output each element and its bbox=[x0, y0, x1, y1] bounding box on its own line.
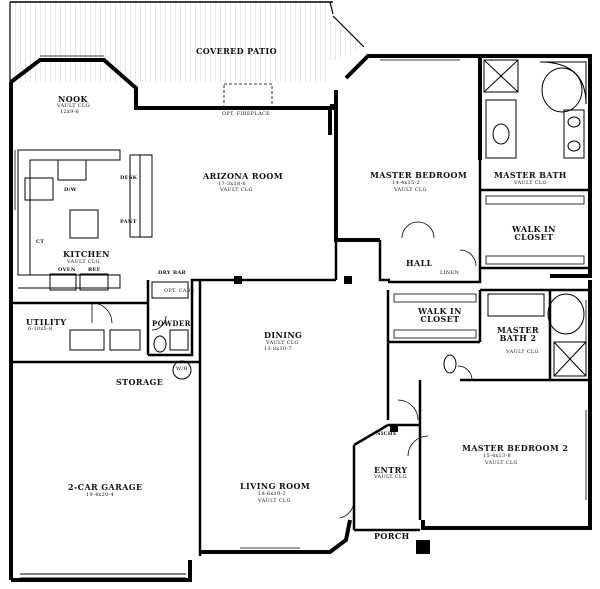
living-room-sub: VAULT CLG bbox=[258, 498, 291, 504]
living-room-dim: 18-6x19-2 bbox=[258, 491, 286, 497]
living-room-label: LIVING ROOM bbox=[240, 481, 311, 491]
master-bath-sub: VAULT CLG bbox=[514, 180, 547, 186]
master-bedroom-2-dim: 15-4x13-8 bbox=[483, 453, 511, 459]
master-bedroom-label: MASTER BEDROOM bbox=[370, 170, 468, 180]
arizona-room-label: ARIZONA ROOM bbox=[203, 171, 283, 181]
dining-dim: 13-8x10-7 bbox=[264, 346, 292, 352]
utility-label: UTILITY bbox=[26, 317, 67, 327]
powder-label: POWDER bbox=[152, 319, 191, 328]
oven-label: OVEN bbox=[58, 267, 76, 273]
dining-label: DINING bbox=[264, 330, 303, 340]
arizona-room-sub: VAULT CLG bbox=[220, 187, 253, 193]
pant-label: PANT bbox=[120, 219, 137, 225]
nook-label: NOOK bbox=[58, 94, 88, 104]
master-bath-2-label: MASTER BATH 2 bbox=[497, 325, 539, 344]
linen-label: LINEN bbox=[440, 270, 460, 276]
arizona-room-dim: 17-3x18-6 bbox=[218, 181, 246, 187]
dry-bar-label: DRY BAR bbox=[158, 270, 187, 276]
hall-label: HALL bbox=[406, 258, 433, 268]
covered-patio-label: COVERED PATIO bbox=[196, 46, 278, 56]
ref-label: REF bbox=[88, 267, 101, 273]
dining-sub: VAULT CLG bbox=[266, 340, 299, 346]
porch-label: PORCH bbox=[374, 531, 410, 541]
desk-label: DESK bbox=[120, 175, 138, 181]
dw-label: D/W bbox=[64, 187, 77, 193]
master-bath-2-sub: VAULT CLG bbox=[506, 349, 539, 355]
entry-label: ENTRY bbox=[374, 465, 408, 475]
interior-walls bbox=[11, 160, 590, 556]
master-bath-2-fixtures bbox=[443, 293, 587, 377]
garage-door bbox=[20, 573, 186, 579]
kitchen-label: KITCHEN bbox=[63, 249, 110, 259]
master-bedroom-2-sub: VAULT CLG bbox=[485, 460, 518, 466]
columns bbox=[234, 104, 430, 554]
doors bbox=[91, 221, 477, 519]
exterior-walls bbox=[9, 54, 592, 582]
opt-fireplace-label: OPT. FIREPLACE bbox=[222, 111, 271, 117]
ct-label: CT bbox=[36, 239, 45, 245]
kitchen-sub: VAULT CLG bbox=[67, 259, 100, 265]
wh-label: W/H bbox=[176, 366, 189, 372]
storage-label: STORAGE bbox=[116, 377, 164, 387]
openings bbox=[191, 239, 389, 420]
fireplace bbox=[223, 83, 273, 109]
niche-label: NICHE bbox=[376, 431, 397, 437]
master-bedroom-sub: VAULT CLG bbox=[394, 187, 427, 193]
utility-appliances bbox=[69, 329, 192, 380]
nook-dim: 12x9-6 bbox=[60, 109, 80, 115]
master-bedroom-dim: 14-4x15-2 bbox=[392, 180, 420, 186]
closet-shelves bbox=[393, 195, 585, 339]
garage-dim: 19-4x20-4 bbox=[86, 492, 114, 498]
entry-sub: VAULT CLG bbox=[374, 474, 407, 480]
kitchen-cabinetry bbox=[17, 149, 189, 299]
master-bedroom-2-label: MASTER BEDROOM 2 bbox=[462, 443, 569, 453]
powder-fixtures bbox=[153, 329, 189, 353]
opt-cabs-label: OPT. CABS bbox=[164, 288, 195, 294]
walk-in-closet-2-label: WALK IN CLOSET bbox=[418, 306, 462, 325]
nook-sub: VAULT CLG bbox=[57, 103, 90, 109]
utility-dim: 6-10x5-8 bbox=[28, 326, 53, 332]
garage-label: 2-CAR GARAGE bbox=[68, 482, 143, 492]
windows bbox=[10, 55, 591, 553]
master-bath-fixtures bbox=[483, 59, 587, 159]
covered-patio-area bbox=[9, 1, 365, 82]
walk-in-closet-1-label: WALK IN CLOSET bbox=[512, 224, 556, 243]
master-bath-label: MASTER BATH bbox=[494, 170, 567, 180]
